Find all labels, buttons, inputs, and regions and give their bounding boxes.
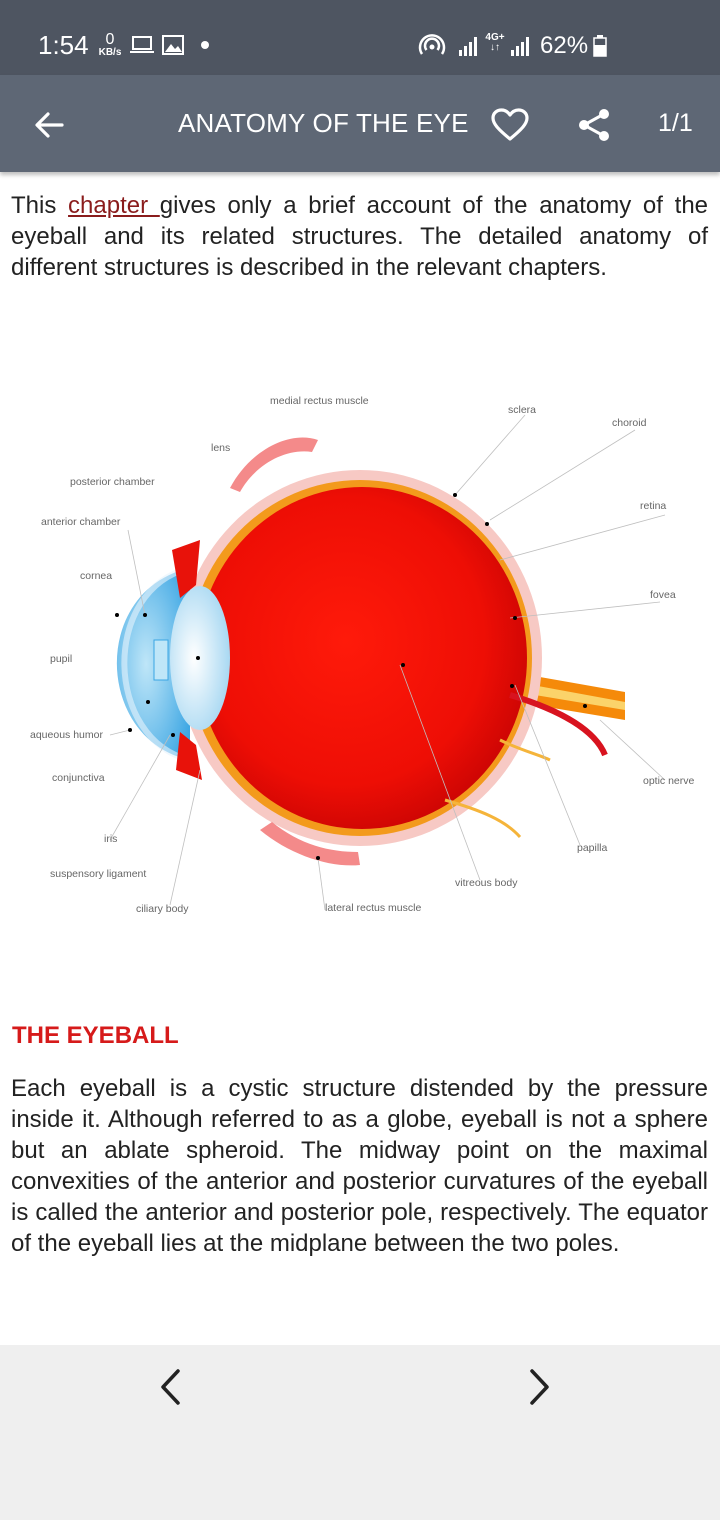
- section-heading: THE EYEBALL: [12, 1022, 179, 1049]
- arrow-left-icon: [35, 112, 64, 138]
- eye-anatomy-diagram: medial rectus muscle sclera choroid lens…: [0, 340, 720, 940]
- network-type-label: 4G+↓↑: [485, 32, 505, 53]
- status-bar: 1:54 0 KB/s 4G+↓↑ 62%: [0, 0, 720, 75]
- chapter-link[interactable]: chapter: [68, 192, 160, 219]
- hotspot-icon: [418, 34, 446, 63]
- label-cornea: cornea: [80, 570, 113, 582]
- label-iris: iris: [104, 833, 118, 845]
- label-sclera: sclera: [508, 404, 537, 416]
- notification-dot: [201, 41, 209, 49]
- app-bar: ANATOMY OF THE EYE 1/1: [0, 75, 720, 172]
- label-lens: lens: [211, 442, 231, 454]
- chevron-left-icon: [161, 1369, 180, 1405]
- label-medial-rectus: medial rectus muscle: [270, 395, 369, 407]
- status-time: 1:54: [38, 30, 89, 60]
- network-speed-indicator: 0 KB/s: [98, 31, 122, 58]
- eye-diagram-illustration: [109, 414, 666, 911]
- battery-percentage: 62%: [540, 32, 589, 59]
- back-button[interactable]: [28, 105, 70, 145]
- label-aqueous-humor: aqueous humor: [30, 729, 103, 741]
- label-conjunctiva: conjunctiva: [52, 772, 105, 784]
- label-choroid: choroid: [612, 417, 647, 429]
- section-body: Each eyeball is a cystic structure diste…: [11, 1073, 708, 1259]
- intro-paragraph: This chapter gives only a brief account …: [11, 192, 709, 281]
- intro-section: This chapter gives only a brief account …: [11, 190, 708, 283]
- section-paragraph: Each eyeball is a cystic structure diste…: [11, 1075, 708, 1257]
- share-button[interactable]: [574, 105, 614, 145]
- label-anterior-chamber: anterior chamber: [41, 516, 121, 528]
- next-page-button[interactable]: [520, 1365, 560, 1409]
- bottom-navigation: [0, 1345, 720, 1520]
- label-optic-nerve: optic nerve: [643, 775, 695, 787]
- previous-page-button[interactable]: [150, 1365, 190, 1409]
- chevron-right-icon: [530, 1369, 549, 1405]
- label-papilla: papilla: [577, 842, 608, 854]
- label-lateral-rectus: lateral rectus muscle: [325, 902, 422, 914]
- label-suspensory-ligament: suspensory ligament: [50, 868, 147, 880]
- laptop-icon: [130, 36, 154, 59]
- label-retina: retina: [640, 500, 667, 512]
- battery-icon: [593, 35, 607, 62]
- label-pupil: pupil: [50, 653, 73, 665]
- label-vitreous-body: vitreous body: [455, 877, 518, 889]
- image-icon: [162, 35, 184, 60]
- label-ciliary-body: ciliary body: [136, 903, 189, 915]
- heart-icon: [491, 108, 529, 141]
- signal-icon-2: [510, 36, 532, 61]
- page-title: ANATOMY OF THE EYE: [178, 108, 469, 138]
- page-counter: 1/1: [658, 109, 693, 137]
- label-fovea: fovea: [650, 589, 676, 601]
- favorite-button[interactable]: [488, 105, 532, 145]
- label-posterior-chamber: posterior chamber: [70, 476, 155, 488]
- signal-icon: [458, 36, 480, 61]
- share-icon: [579, 109, 609, 141]
